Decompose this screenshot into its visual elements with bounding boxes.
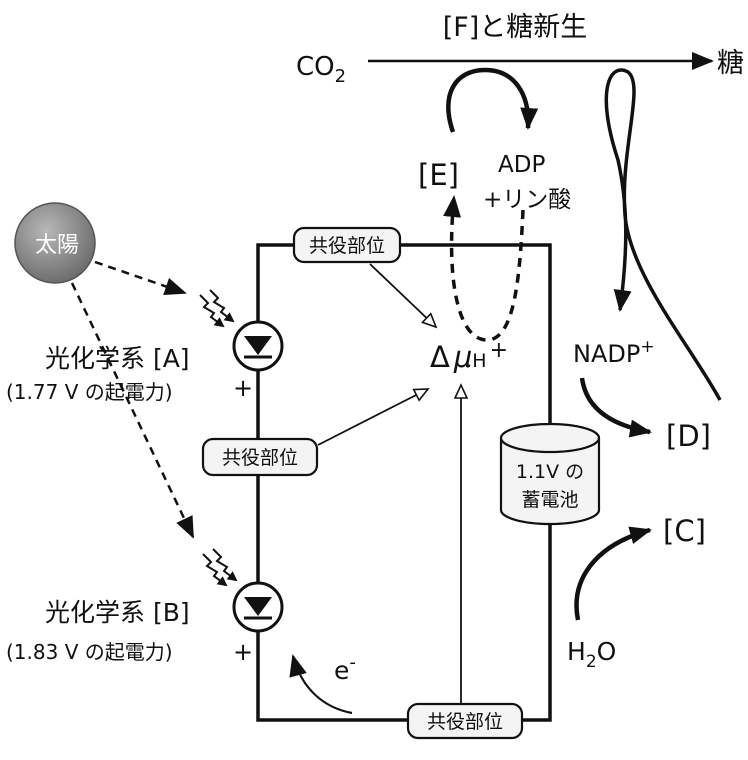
atp-consumption-arrow	[446, 67, 539, 133]
nadp-loop-arrow	[604, 68, 722, 401]
photosystem-A-name: 光化学系 [A]	[45, 344, 190, 373]
diagram-title: [F]と糖新生	[443, 12, 588, 43]
co2-label: CO2	[296, 52, 346, 87]
circuit-wire-bottom	[256, 508, 552, 722]
light-arrow-A	[94, 260, 187, 295]
coupling-site-mid-label: 共役部位	[222, 447, 298, 469]
coupling-site-top-box	[292, 226, 402, 264]
photosystem-A-plus: +	[233, 374, 253, 402]
adp-label: ADP	[498, 152, 545, 178]
electron-flow-arrow	[289, 654, 353, 715]
photon-icon-B2	[212, 548, 238, 582]
sun-label: 太陽	[35, 233, 79, 258]
coupling-site-bottom-label: 共役部位	[427, 711, 503, 733]
photon-icon-A2	[209, 289, 235, 323]
battery-label-line1: 1.1V の	[516, 461, 584, 483]
photosystem-A-emf: (1.77 V の起電力)	[6, 380, 173, 404]
circuit-wire	[256, 243, 552, 448]
coupling-site-top-label: 共役部位	[309, 235, 385, 257]
label-D: [D]	[666, 419, 711, 453]
proton-arrow-top	[369, 263, 436, 327]
electron-label: e-	[334, 652, 356, 685]
light-arrow-B	[70, 282, 195, 539]
battery-cylinder-icon	[499, 422, 601, 526]
label-E: [E]	[418, 158, 459, 192]
photosystem-B-name: 光化学系 [B]	[45, 598, 190, 627]
photon-icon-B	[202, 553, 228, 587]
h2o-label: H2O	[567, 637, 616, 672]
label-C: [C]	[663, 514, 706, 548]
nadp-to-D-arrow	[579, 377, 652, 438]
photosystem-A-diode-icon	[232, 320, 284, 372]
adp-phosphate-label: +リン酸	[483, 187, 571, 213]
nadp-label: NADP+	[573, 337, 655, 368]
photosystem-B-plus: +	[233, 638, 253, 666]
photosystem-B-diode-icon	[232, 581, 284, 633]
photosystem-B-emf: (1.83 V の起電力)	[6, 640, 173, 664]
sugar-label: 糖	[717, 48, 744, 79]
coupling-site-bottom-box	[406, 702, 524, 740]
coupling-site-mid-box	[201, 437, 319, 477]
sun-icon	[14, 202, 96, 284]
h2o-to-C-arrow	[574, 526, 652, 621]
proton-arrow-mid	[317, 389, 428, 446]
atp-synthesis-dashed-arrow	[443, 195, 525, 342]
photon-icon-A	[199, 294, 225, 328]
battery-label-line2: 蓄電池	[521, 489, 578, 511]
